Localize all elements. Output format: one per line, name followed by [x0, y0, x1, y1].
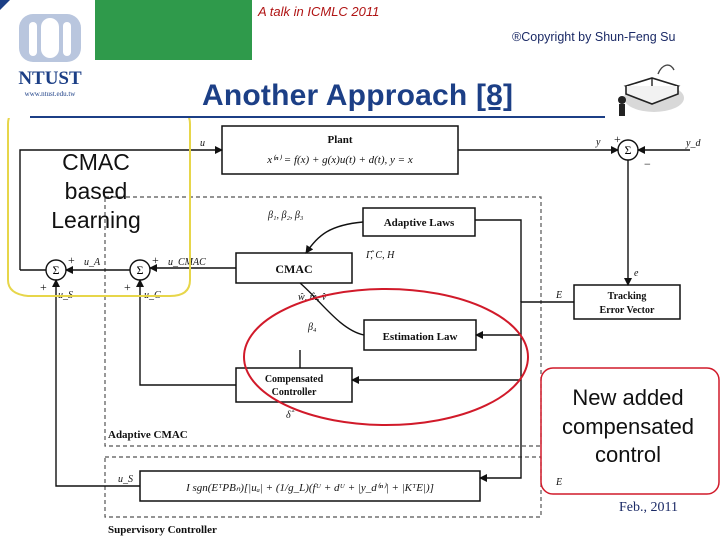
sum-symbol: Σ	[53, 263, 60, 277]
corner-marker	[0, 0, 10, 10]
title-ref: [8]	[475, 79, 514, 112]
svg-text:+: +	[152, 253, 159, 267]
compensated-highlight-ellipse	[243, 288, 529, 426]
supervisory-equation: I sgn(EᵀPBₙ)[|uₐ| + (1/g_L)(fᵁ + dᵁ + |y…	[185, 482, 434, 494]
plant-title: Plant	[327, 134, 352, 146]
adaptive-cmac-title: Adaptive CMAC	[108, 429, 188, 441]
supervisory-output-line	[52, 279, 140, 487]
signal-e-label: e	[634, 268, 639, 279]
svg-text:−: −	[644, 157, 651, 171]
error-vector-to-adaptive-laws	[475, 219, 522, 302]
plant-equation: x⁽ⁿ⁾ = f(x) + g(x)u(t) + d(t), y = x	[266, 154, 413, 166]
signal-u-label: u	[200, 138, 205, 149]
svg-text:+: +	[68, 253, 75, 267]
ntust-logo: NTUST www.ntust.edu.tw	[5, 8, 95, 100]
adaptive-cmac-region	[104, 196, 542, 447]
cmac-highlight-outline	[7, 118, 191, 297]
supervisory-controller-region	[104, 456, 542, 518]
signal-E-label-2: E	[555, 477, 562, 488]
compensated-callout-box	[540, 367, 720, 495]
control-input-line	[19, 146, 223, 270]
estimation-law-label: Estimation Law	[383, 331, 458, 343]
date-footer: Feb., 2011	[619, 500, 678, 515]
adaptive-laws-label: Adaptive Laws	[384, 217, 455, 229]
slide-title: Another Approach [8]	[202, 79, 513, 113]
signal-y-label: y	[595, 137, 601, 148]
signal-ucmac-label: u_CMAC	[168, 257, 206, 268]
delta-label: δ̂	[286, 410, 295, 421]
gamma-label: Γ̂, C, H	[365, 250, 395, 261]
beta4-label: β₄	[307, 322, 317, 333]
error-vector-to-supervisory	[479, 301, 574, 482]
tracking-label-2: Error Vector	[600, 305, 655, 316]
talk-label: A talk in ICMLC 2011	[258, 4, 380, 19]
svg-text:+: +	[124, 280, 131, 294]
title-rule	[30, 116, 605, 118]
cmac-callout-text: CMAC based Learning	[51, 149, 141, 233]
sum-symbol: Σ	[137, 263, 144, 277]
wmv-label: ŵ, m̂, v̂	[298, 292, 327, 303]
adaptive-cmac-block-diagram: Σ Σ Σ Plant x⁽ⁿ⁾ = f(x) + g(x)u(t) + d(t…	[7, 118, 720, 536]
adaptive-laws-to-cmac	[305, 221, 364, 254]
logo-text: NTUST	[18, 68, 82, 89]
copyright-label: ®Copyright by Shun-Feng Su	[512, 30, 676, 44]
compensated-callout-text: New added compensated control	[561, 385, 695, 468]
signal-uS-label-2: u_S	[118, 474, 133, 485]
estimation-to-cmac	[299, 282, 365, 336]
compensator-output-line	[136, 279, 236, 386]
signal-yd-label: y_d	[685, 138, 701, 149]
compensated-label-2: Controller	[272, 387, 317, 398]
compensated-label-1: Compensated	[265, 374, 324, 385]
betas-label: β₁, β₂, β₃	[267, 210, 304, 221]
cmac-label: CMAC	[275, 262, 312, 276]
svg-text:+: +	[614, 132, 621, 146]
book-reader-icon	[618, 64, 684, 116]
supervisory-title: Supervisory Controller	[108, 524, 217, 536]
svg-text:+: +	[40, 280, 47, 294]
signal-E-label: E	[555, 290, 562, 301]
tracking-label-1: Tracking	[608, 291, 647, 302]
signal-uA-label: u_A	[84, 257, 101, 268]
header-green-bar	[95, 0, 252, 60]
logo-url: www.ntust.edu.tw	[25, 90, 77, 98]
sum-symbol: Σ	[625, 143, 632, 157]
title-main: Another Approach	[202, 79, 476, 112]
